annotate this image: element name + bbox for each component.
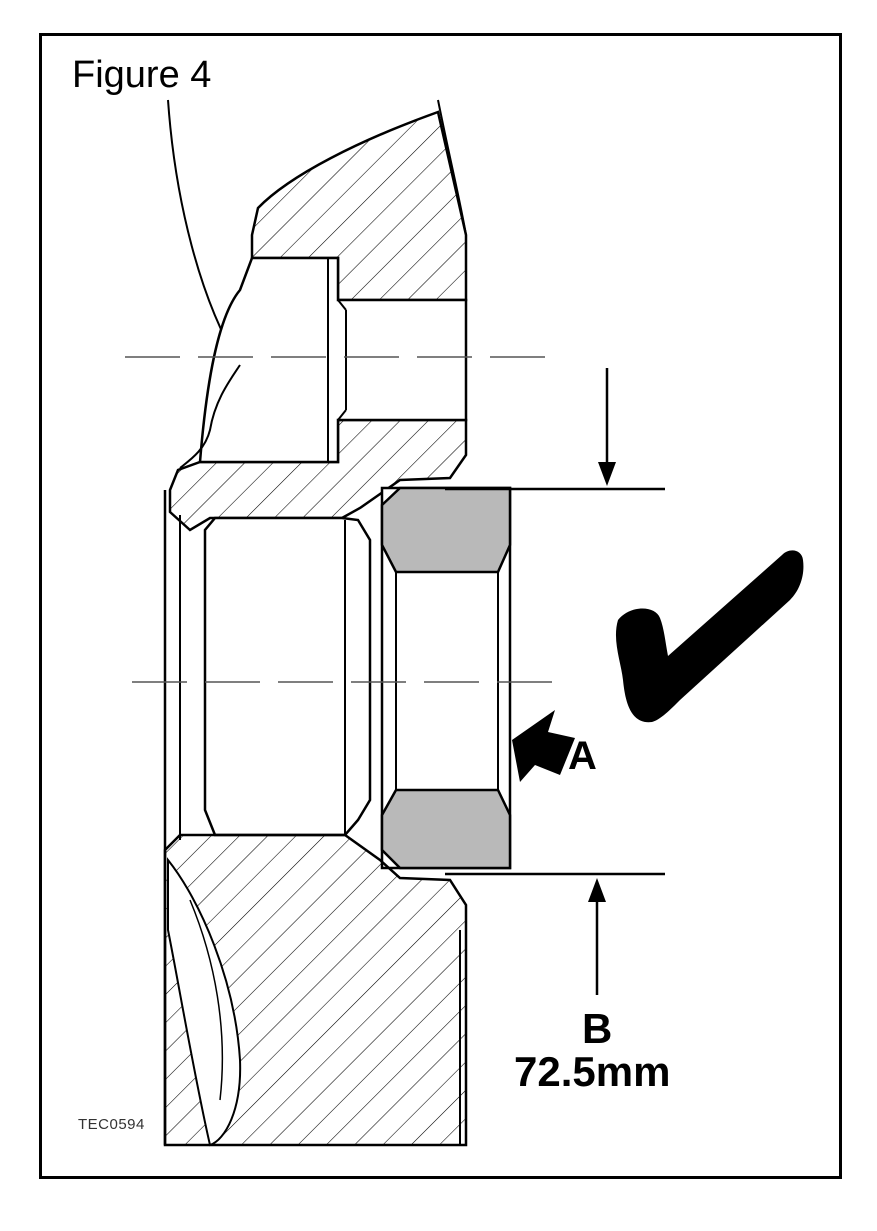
bore-taper-line bbox=[337, 299, 347, 311]
upper-hatched-lower bbox=[168, 418, 468, 532]
stud-bore bbox=[198, 256, 468, 464]
hub-nut-bottom-flat bbox=[380, 788, 512, 870]
dimension-arrow-bottom-head bbox=[588, 878, 606, 902]
figure-title: Figure 4 bbox=[72, 54, 212, 96]
callout-b-label: B bbox=[582, 1005, 613, 1052]
rim-inner-curve bbox=[179, 364, 241, 469]
bore-taper-line-2 bbox=[337, 409, 347, 421]
wheel-stud-inner-curve bbox=[189, 899, 224, 1101]
center-counterbore bbox=[203, 516, 372, 837]
callout-b-dimension: 72.5mm bbox=[514, 1048, 671, 1095]
reference-code: TEC0594 bbox=[78, 1116, 145, 1133]
hub-nut-top-flat bbox=[380, 486, 512, 574]
callout-a-label: A bbox=[568, 734, 597, 778]
checkmark-icon bbox=[615, 550, 804, 723]
arrow-icon bbox=[512, 710, 575, 782]
dimension-arrow-top-head bbox=[598, 462, 616, 486]
